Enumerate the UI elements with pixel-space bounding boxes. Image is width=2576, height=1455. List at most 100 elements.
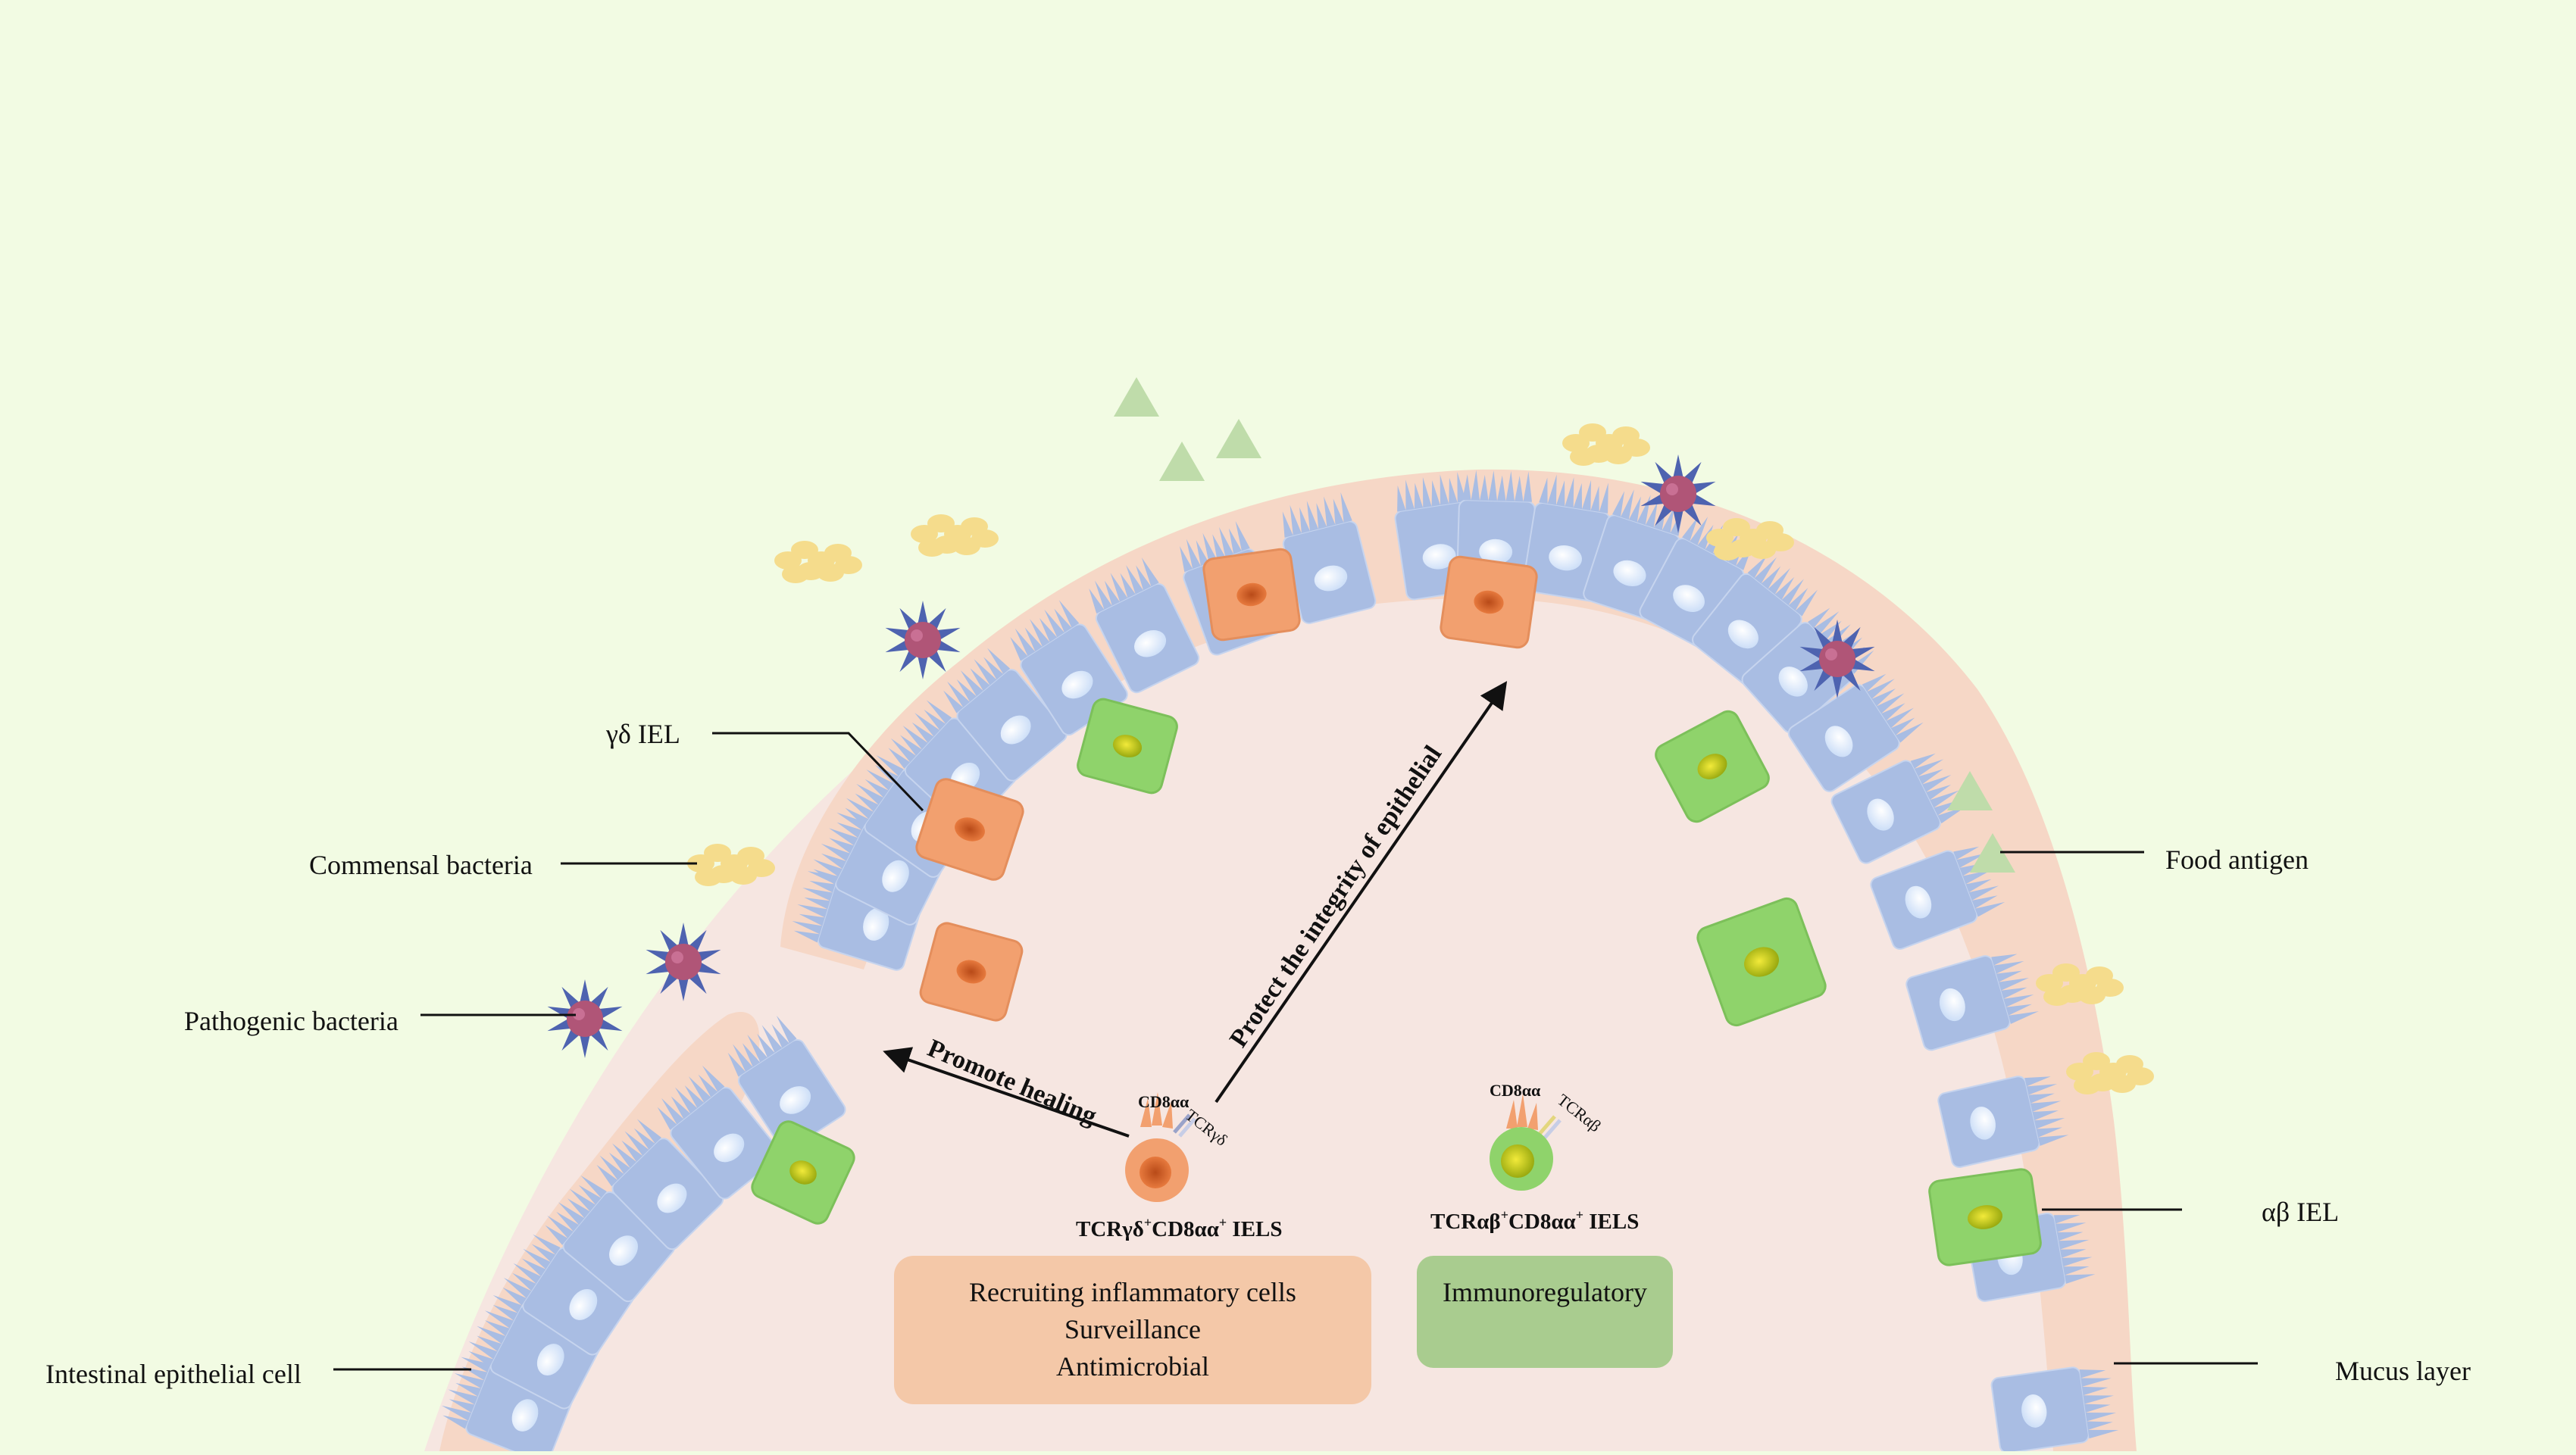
microvilli — [845, 755, 904, 826]
ab-iel-cell — [1928, 1168, 2042, 1266]
microvilli — [1910, 753, 1967, 824]
epithelial-cell — [943, 648, 1068, 782]
epithelial-nucleus — [714, 1133, 745, 1163]
ab-iel-cell — [751, 1120, 855, 1225]
epithelial-nucleus — [569, 1288, 598, 1320]
epithelial-nucleus — [609, 1235, 638, 1266]
ab-function-1: Immunoregulatory — [1443, 1277, 1647, 1307]
epithelial-nucleus — [1824, 726, 1853, 757]
epithelial-nucleus — [1905, 885, 1932, 919]
food-antigen — [1159, 442, 1205, 481]
epithelial-nucleus — [1000, 715, 1031, 745]
epithelial-cell — [1990, 1366, 2119, 1454]
epithelial-nucleus — [1867, 798, 1894, 831]
pathogenic-bacterium — [646, 923, 721, 1001]
epithelial-nucleus — [1613, 560, 1646, 587]
ab-iel-cell — [1696, 897, 1827, 1027]
ab-function-box: Immunoregulatory — [1417, 1256, 1673, 1368]
epithelial-cell — [1282, 492, 1377, 624]
commensal-bacterium — [687, 844, 775, 886]
epithelial-nucleus — [1061, 670, 1093, 699]
ab-iel-title: TCRαβ+CD8αα+ IELS — [1430, 1207, 1639, 1234]
microvilli — [596, 1119, 661, 1187]
label-pathogenic: Pathogenic bacteria — [184, 1006, 399, 1036]
microvilli — [1462, 470, 1533, 502]
microvilli — [441, 1357, 491, 1429]
gd-cd8-label: CD8αα — [1138, 1092, 1190, 1111]
label-food-antigen: Food antigen — [2165, 845, 2309, 875]
epithelial-nucleus — [1939, 988, 1965, 1022]
ab-iel-cell — [1655, 710, 1770, 823]
pathogenic-bacterium — [547, 979, 623, 1058]
gd-function-2: Surveillance — [1064, 1314, 1201, 1344]
microvilli — [2053, 1215, 2096, 1284]
epithelial-cell — [1830, 753, 1967, 864]
microvilli — [1953, 846, 2005, 917]
microvilli — [502, 1234, 561, 1306]
microvilli — [943, 648, 1011, 713]
label-ab-iel: αβ IEL — [2262, 1197, 2339, 1227]
microvilli — [1991, 954, 2039, 1024]
epithelial-nucleus — [657, 1183, 687, 1213]
epithelial-nucleus — [1778, 667, 1808, 697]
microvilli — [1747, 555, 1818, 617]
epithelial-nucleus — [863, 907, 889, 941]
microvilli — [2079, 1369, 2119, 1439]
commensal-bacterium — [774, 541, 862, 583]
label-iec: Intestinal epithelial cell — [45, 1359, 302, 1389]
epithelial-cell — [1937, 1076, 2069, 1168]
commensal-bacterium — [2066, 1052, 2154, 1094]
callout-lines — [333, 732, 2258, 1371]
epithelial-nucleus — [882, 860, 909, 892]
microvilli — [888, 700, 952, 769]
epithelial-nucleus — [1479, 539, 1513, 564]
iel-cells — [751, 548, 2042, 1266]
gd-function-3: Antimicrobial — [1056, 1351, 1209, 1382]
protect-arrow — [1215, 681, 1508, 1104]
commensal-bacterium — [1562, 423, 1650, 466]
commensal-bacterium — [2036, 963, 2124, 1006]
healing-arrow — [883, 1047, 1130, 1138]
microvilli — [1282, 492, 1352, 538]
epithelial-nucleus — [1134, 629, 1167, 657]
microvilli — [1612, 489, 1684, 536]
microvilli — [1808, 607, 1874, 674]
epithelial-cell — [727, 1015, 846, 1151]
label-gd-iel: γδ IEL — [605, 719, 680, 749]
epithelial-nucleus — [780, 1086, 811, 1114]
food-antigen — [1114, 377, 1159, 417]
label-mucus: Mucus layer — [2335, 1356, 2471, 1386]
gd-function-box: Recruiting inflammatory cells Surveillan… — [894, 1256, 1371, 1404]
epithelial-nucleus — [1970, 1107, 1996, 1140]
gd-iel-cell — [1440, 555, 1538, 649]
microvilli — [1397, 472, 1467, 512]
microvilli — [1539, 474, 1608, 514]
epithelial-nucleus — [1673, 585, 1705, 612]
ab-iel-cell — [1077, 698, 1178, 795]
epithelial-cell — [1870, 846, 2005, 950]
epithelial-cell — [1089, 557, 1200, 694]
pathogenic-bacterium — [885, 601, 961, 679]
microvilli — [792, 871, 838, 943]
epithelial-nucleus — [536, 1344, 564, 1376]
microvilli — [2024, 1076, 2069, 1146]
microvilli — [545, 1175, 607, 1245]
food-antigen — [1216, 419, 1261, 458]
microvilli — [813, 812, 866, 885]
epithelial-cell — [1692, 555, 1818, 686]
gd-function-1: Recruiting inflammatory cells — [969, 1277, 1296, 1307]
epithelial-nucleus — [1314, 565, 1348, 592]
gd-iel-cell — [919, 922, 1024, 1022]
gd-iel-title: TCRγδ+CD8αα+ IELS — [1076, 1215, 1283, 1241]
epithelial-layer-left — [441, 1015, 846, 1455]
food-antigen — [1947, 771, 1993, 810]
commensal-bacterium — [1706, 518, 1794, 560]
food-antigen — [1970, 833, 2015, 873]
pathogenic-bacterium — [1799, 620, 1875, 698]
epithelial-nucleus — [1549, 545, 1583, 571]
epithelial-cell — [596, 1119, 724, 1250]
ab-cd8-label: CD8αα — [1490, 1081, 1541, 1100]
label-commensal: Commensal bacteria — [309, 850, 533, 880]
